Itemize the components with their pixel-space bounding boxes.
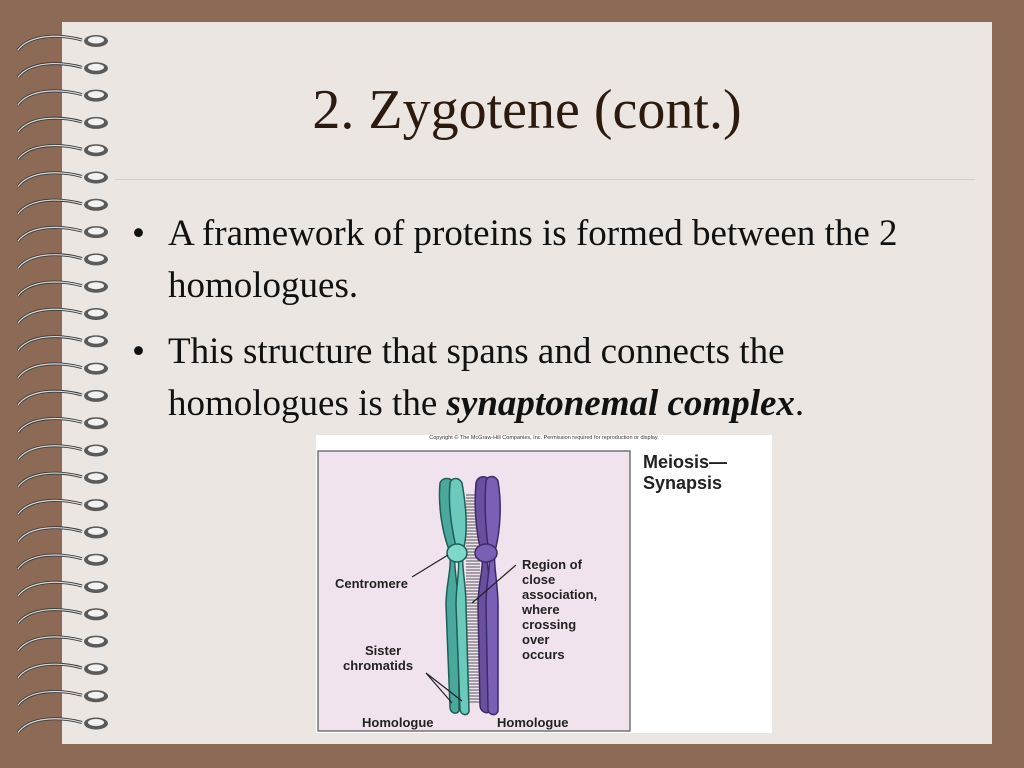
region-label-line: where (521, 602, 560, 617)
spiral-coil (17, 144, 83, 160)
bullet-dot-icon: • (132, 331, 145, 372)
bullet-text: A framework of proteins is formed betwee… (168, 213, 898, 306)
bullet-dot-icon: • (132, 213, 145, 254)
spiral-hole (88, 118, 104, 126)
figure-title: Meiosis— Synapsis (643, 452, 727, 494)
spiral-hole (88, 309, 104, 317)
spiral-hole (88, 527, 104, 535)
spiral-coil (17, 199, 83, 215)
teal-centromere (446, 543, 468, 563)
homologue-right-label: Homologue (497, 715, 569, 730)
bullet-list: • A framework of proteins is formed betw… (132, 208, 972, 444)
spiral-coil (17, 663, 83, 679)
sister-label-line: chromatids (343, 658, 413, 673)
region-label: Region of close association, where cross… (521, 557, 597, 662)
spiral-hole (88, 582, 104, 590)
purple-centromere (474, 543, 498, 563)
spiral-hole (88, 609, 104, 617)
spiral-coil (17, 336, 83, 351)
region-leader (471, 564, 517, 604)
sister-leader-1 (425, 672, 453, 704)
spiral-coil (17, 254, 83, 269)
spiral-hole (88, 227, 104, 235)
spiral-coil (17, 35, 83, 51)
spiral-coil (17, 90, 83, 105)
spiral-hole (88, 336, 104, 344)
centromere-label: Centromere (335, 576, 408, 591)
spiral-coil (17, 718, 83, 733)
spiral-hole (88, 691, 104, 699)
spiral-hole (88, 473, 104, 481)
spiral-hole (88, 664, 104, 672)
spiral-hole (88, 418, 104, 426)
spiral-coil (17, 690, 83, 706)
centromere-leader (411, 554, 449, 578)
spiral-coil (17, 363, 83, 378)
spiral-hole (88, 145, 104, 153)
bullet-item: • This structure that spans and connects… (132, 326, 972, 430)
figure-title-line: Meiosis— (643, 452, 728, 472)
spiral-coil (17, 308, 83, 324)
region-label-line: occurs (522, 647, 565, 662)
figure-copyright: Copyright © The McGraw-Hill Companies, I… (429, 435, 659, 441)
spiral-coil (17, 172, 83, 187)
spiral-hole (88, 200, 104, 208)
homologue-left-label: Homologue (362, 715, 434, 730)
spiral-coil (17, 472, 83, 488)
spiral-hole (88, 63, 104, 71)
spiral-hole (88, 500, 104, 508)
spiral-hole (88, 173, 104, 180)
spiral-coil (17, 281, 83, 297)
spiral-hole (88, 637, 104, 645)
spiral-hole (88, 364, 104, 372)
spiral-coil (17, 554, 83, 570)
figure-title-line: Synapsis (643, 473, 723, 493)
spiral-coil (17, 117, 83, 133)
region-label-line: Region of (522, 557, 583, 572)
spiral-coil (17, 636, 83, 651)
spiral-hole (88, 555, 104, 563)
bullet-text: This structure that spans and connects t… (168, 331, 785, 424)
bullet-item: • A framework of proteins is formed betw… (132, 208, 972, 312)
spiral-hole (88, 36, 104, 44)
spiral-hole (88, 254, 104, 262)
spiral-coil (17, 390, 83, 406)
spiral-coil (17, 445, 83, 460)
spiral-coil (17, 581, 83, 597)
spiral-coil (17, 609, 83, 624)
purple-chromatid-front (484, 475, 501, 716)
spiral-hole (88, 391, 104, 399)
region-label-line: crossing (522, 617, 576, 632)
spiral-hole (88, 91, 104, 99)
spiral-coil (17, 417, 83, 433)
bullet-emphasis: synaptonemal complex (446, 383, 795, 424)
spiral-coil (17, 226, 83, 242)
region-label-line: close (522, 572, 555, 587)
bullet-text-end: . (794, 383, 805, 424)
title-divider (115, 179, 975, 180)
spiral-coil (17, 499, 83, 515)
spiral-hole (88, 282, 104, 290)
spiral-coil (17, 527, 83, 542)
slide-title: 2. Zygotene (cont.) (312, 79, 742, 141)
spiral-binding-icon (16, 34, 108, 734)
sister-label-line: Sister (365, 643, 401, 658)
sister-leader-2 (425, 672, 463, 702)
spiral-hole (88, 446, 104, 453)
region-label-line: over (522, 632, 549, 647)
region-label-line: association, (522, 587, 597, 602)
chromosome-diagram: Centromere Region of close association, … (317, 450, 631, 732)
spiral-hole (88, 719, 104, 726)
meiosis-figure: Copyright © The McGraw-Hill Companies, I… (316, 435, 772, 733)
spiral-coil (17, 63, 83, 78)
